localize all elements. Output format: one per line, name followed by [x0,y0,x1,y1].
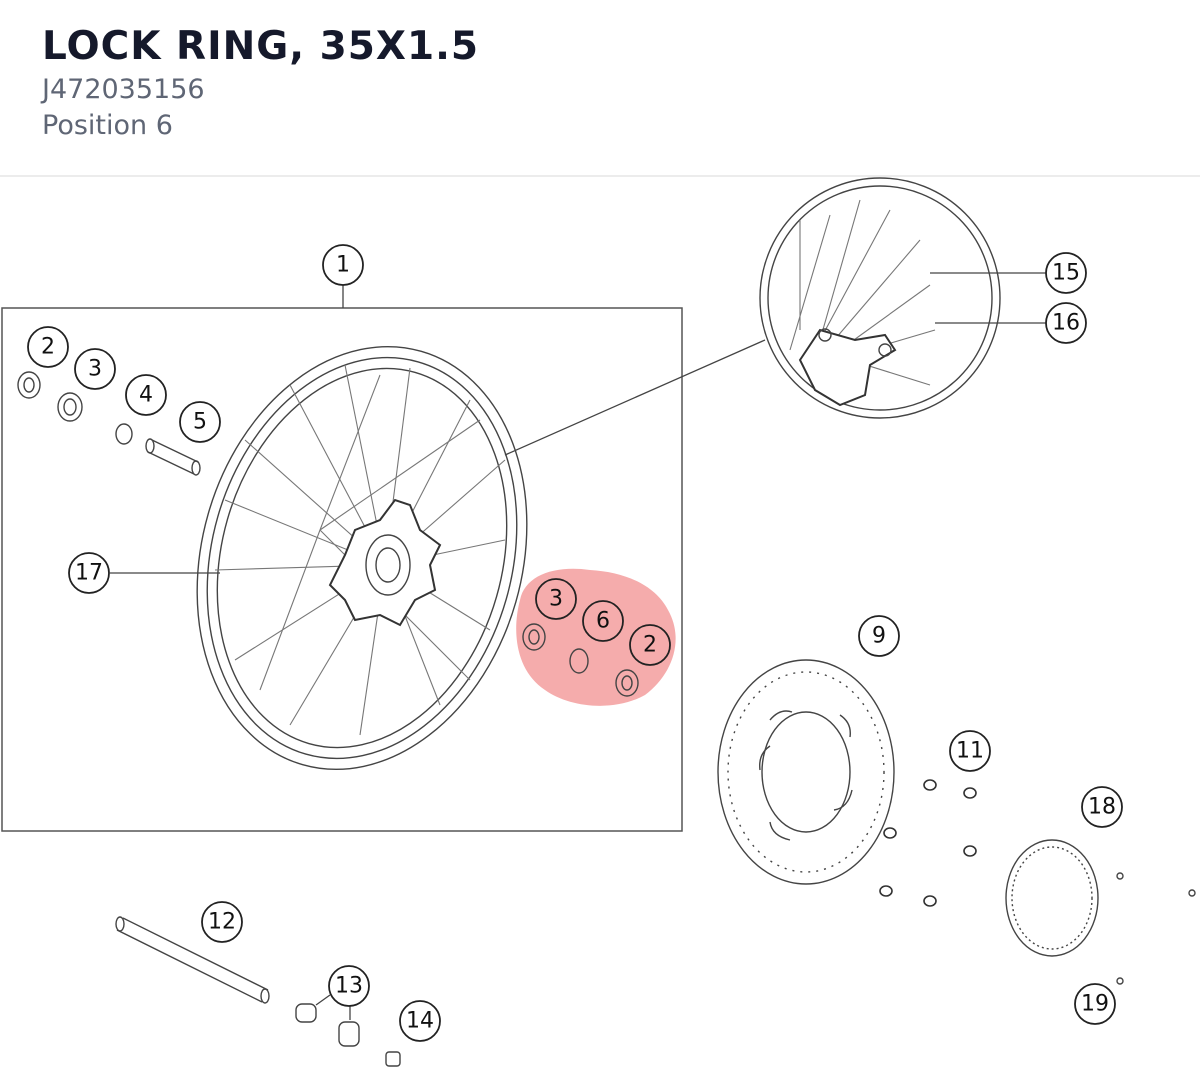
callout-9[interactable]: 9 [858,615,900,657]
callout-label: 12 [208,910,236,935]
header-divider [0,175,1200,177]
callout-11[interactable]: 11 [949,730,991,772]
axle-bolt [385,1051,401,1067]
wheel-assembly-box [1,307,683,832]
callout-1[interactable]: 1 [322,244,364,286]
callout-label: 3 [88,357,102,382]
callout-label: 14 [406,1009,434,1034]
callout-label: 9 [872,624,886,649]
callout-15[interactable]: 15 [1045,252,1087,294]
callout-4[interactable]: 4 [125,374,167,416]
bearing-3-right [522,623,546,651]
lock-ring-6 [569,648,589,674]
callout-16[interactable]: 16 [1045,302,1087,344]
bearing-2-right [615,669,639,697]
spoke-detail-inset [759,177,1001,419]
highlight-area [516,568,676,706]
spacer-5 [145,438,201,476]
bearing-3-left [57,392,83,422]
brake-disc [717,659,895,885]
wheel-axle [115,916,270,1004]
callout-label: 18 [1088,795,1116,820]
callout-label: 17 [75,561,103,586]
callout-label: 6 [596,609,610,634]
callout-19[interactable]: 19 [1074,983,1116,1025]
front-wheel [196,345,528,771]
callout-label: 1 [336,253,350,278]
callout-label: 3 [549,587,563,612]
callout-5[interactable]: 5 [179,401,221,443]
callout-label: 16 [1052,311,1080,336]
callout-6[interactable]: 6 [582,600,624,642]
abs-sensor-ring [1005,839,1196,985]
callout-3-right[interactable]: 3 [535,578,577,620]
callout-label: 13 [335,974,363,999]
part-position: Position 6 [42,110,173,141]
disc-bolts [879,779,977,907]
callout-label: 15 [1052,261,1080,286]
callout-2-right[interactable]: 2 [629,624,671,666]
callout-label: 11 [956,739,984,764]
ring-4 [115,423,133,445]
callout-14[interactable]: 14 [399,1000,441,1042]
callout-2-left[interactable]: 2 [27,326,69,368]
callout-18[interactable]: 18 [1081,786,1123,828]
callout-label: 2 [41,335,55,360]
callout-3-left[interactable]: 3 [74,348,116,390]
part-header: LOCK RING, 35X1.5 J472035156 Position 6 [42,22,1142,144]
callout-17[interactable]: 17 [68,552,110,594]
callout-13[interactable]: 13 [328,965,370,1007]
part-title: LOCK RING, 35X1.5 [42,24,480,69]
part-number: J472035156 [42,74,205,105]
axle-spacers [295,1003,360,1047]
callout-label: 5 [193,410,207,435]
callout-label: 4 [139,383,153,408]
bearing-2-left [17,371,41,399]
callout-label: 19 [1081,992,1109,1017]
callout-label: 2 [643,633,657,658]
callout-12[interactable]: 12 [201,901,243,943]
